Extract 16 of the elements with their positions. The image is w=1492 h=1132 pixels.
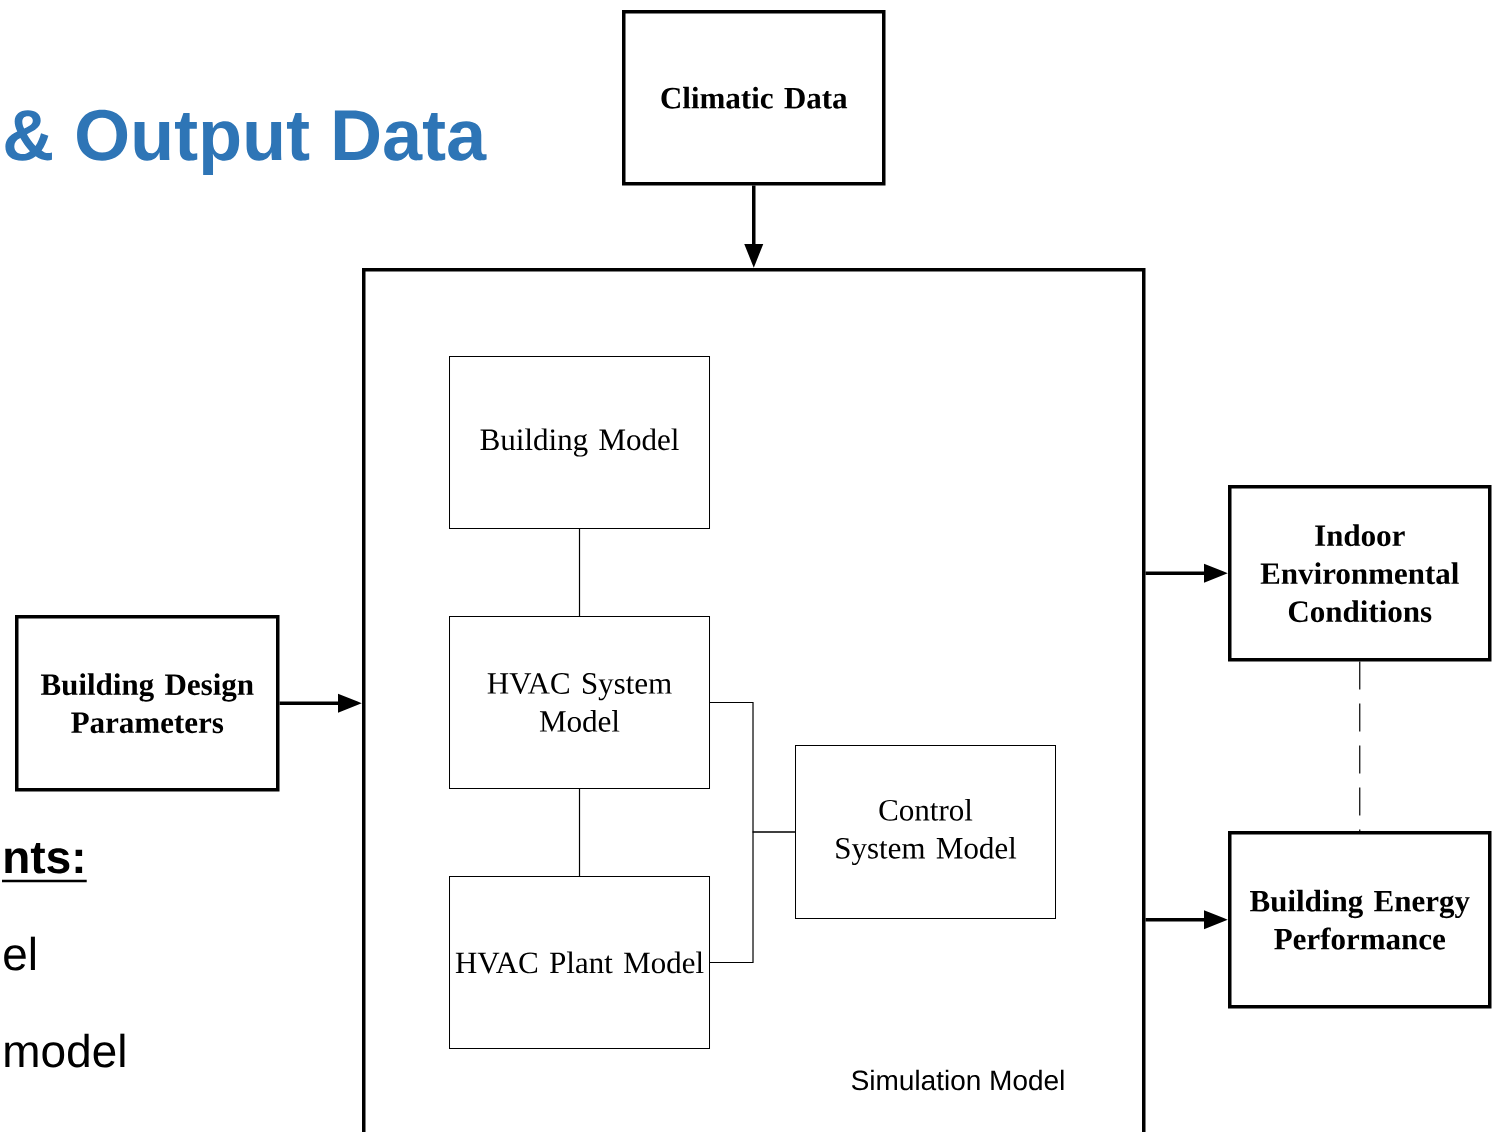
heading-text: nts: — [2, 843, 87, 883]
connector-line — [1359, 660, 1361, 832]
connector-line — [578, 788, 581, 877]
slide-text: el — [4, 936, 35, 971]
slide-text: model — [5, 1033, 125, 1068]
process-box: HVAC System Model — [449, 616, 710, 789]
output-box: Building Energy Performance — [1228, 831, 1492, 1009]
connector-line — [578, 528, 581, 617]
process-box: Control System Model — [795, 745, 1056, 919]
connector-line — [709, 831, 796, 964]
process-box: Building Model — [449, 356, 710, 529]
slide-title: & Output Data — [5, 109, 487, 175]
process-box: HVAC Plant Model — [449, 876, 710, 1049]
input-box: Building Design Parameters — [15, 615, 280, 792]
output-box: Indoor Environmental Conditions — [1228, 485, 1492, 662]
data-box: Climatic Data — [622, 10, 886, 186]
